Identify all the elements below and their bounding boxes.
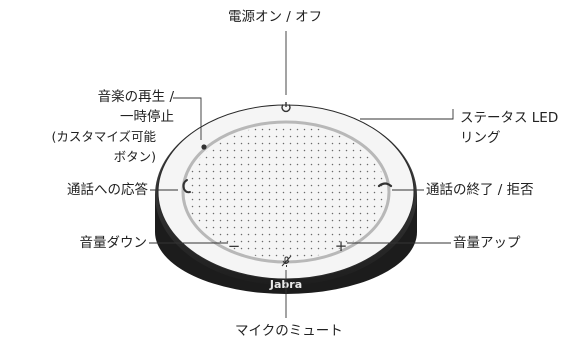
label-music-line2: 一時停止 [120, 109, 174, 125]
power-icon[interactable] [281, 102, 291, 113]
music-button-dot[interactable] [201, 144, 207, 150]
end-call-icon[interactable] [377, 182, 393, 188]
mute-microphone-icon[interactable] [281, 255, 292, 267]
label-music-line4: ボタン) [113, 149, 156, 164]
speaker-grille [186, 125, 386, 259]
label-mute: マイクのミュート [235, 323, 343, 339]
label-volume-up: 音量アップ [453, 235, 521, 251]
label-volume-down: 音量ダウン [79, 235, 148, 251]
jabra-logo: Jabra [269, 278, 302, 291]
answer-call-icon[interactable] [182, 179, 191, 194]
volume-down-icon[interactable]: − [228, 237, 241, 255]
label-answer-call: 通話への応答 [67, 182, 148, 198]
label-music-line1: 音楽の再生 / [97, 89, 174, 105]
label-power: 電源オン / オフ [228, 9, 323, 25]
label-status-led-line2: リング [460, 130, 501, 146]
label-end-call: 通話の終了 / 拒否 [426, 182, 534, 198]
label-music-line3: (カスタマイズ可能 [51, 129, 156, 144]
label-status-led-line1: ステータス LED [460, 110, 559, 126]
callout-lines [149, 31, 454, 318]
volume-up-icon[interactable]: + [335, 237, 348, 255]
